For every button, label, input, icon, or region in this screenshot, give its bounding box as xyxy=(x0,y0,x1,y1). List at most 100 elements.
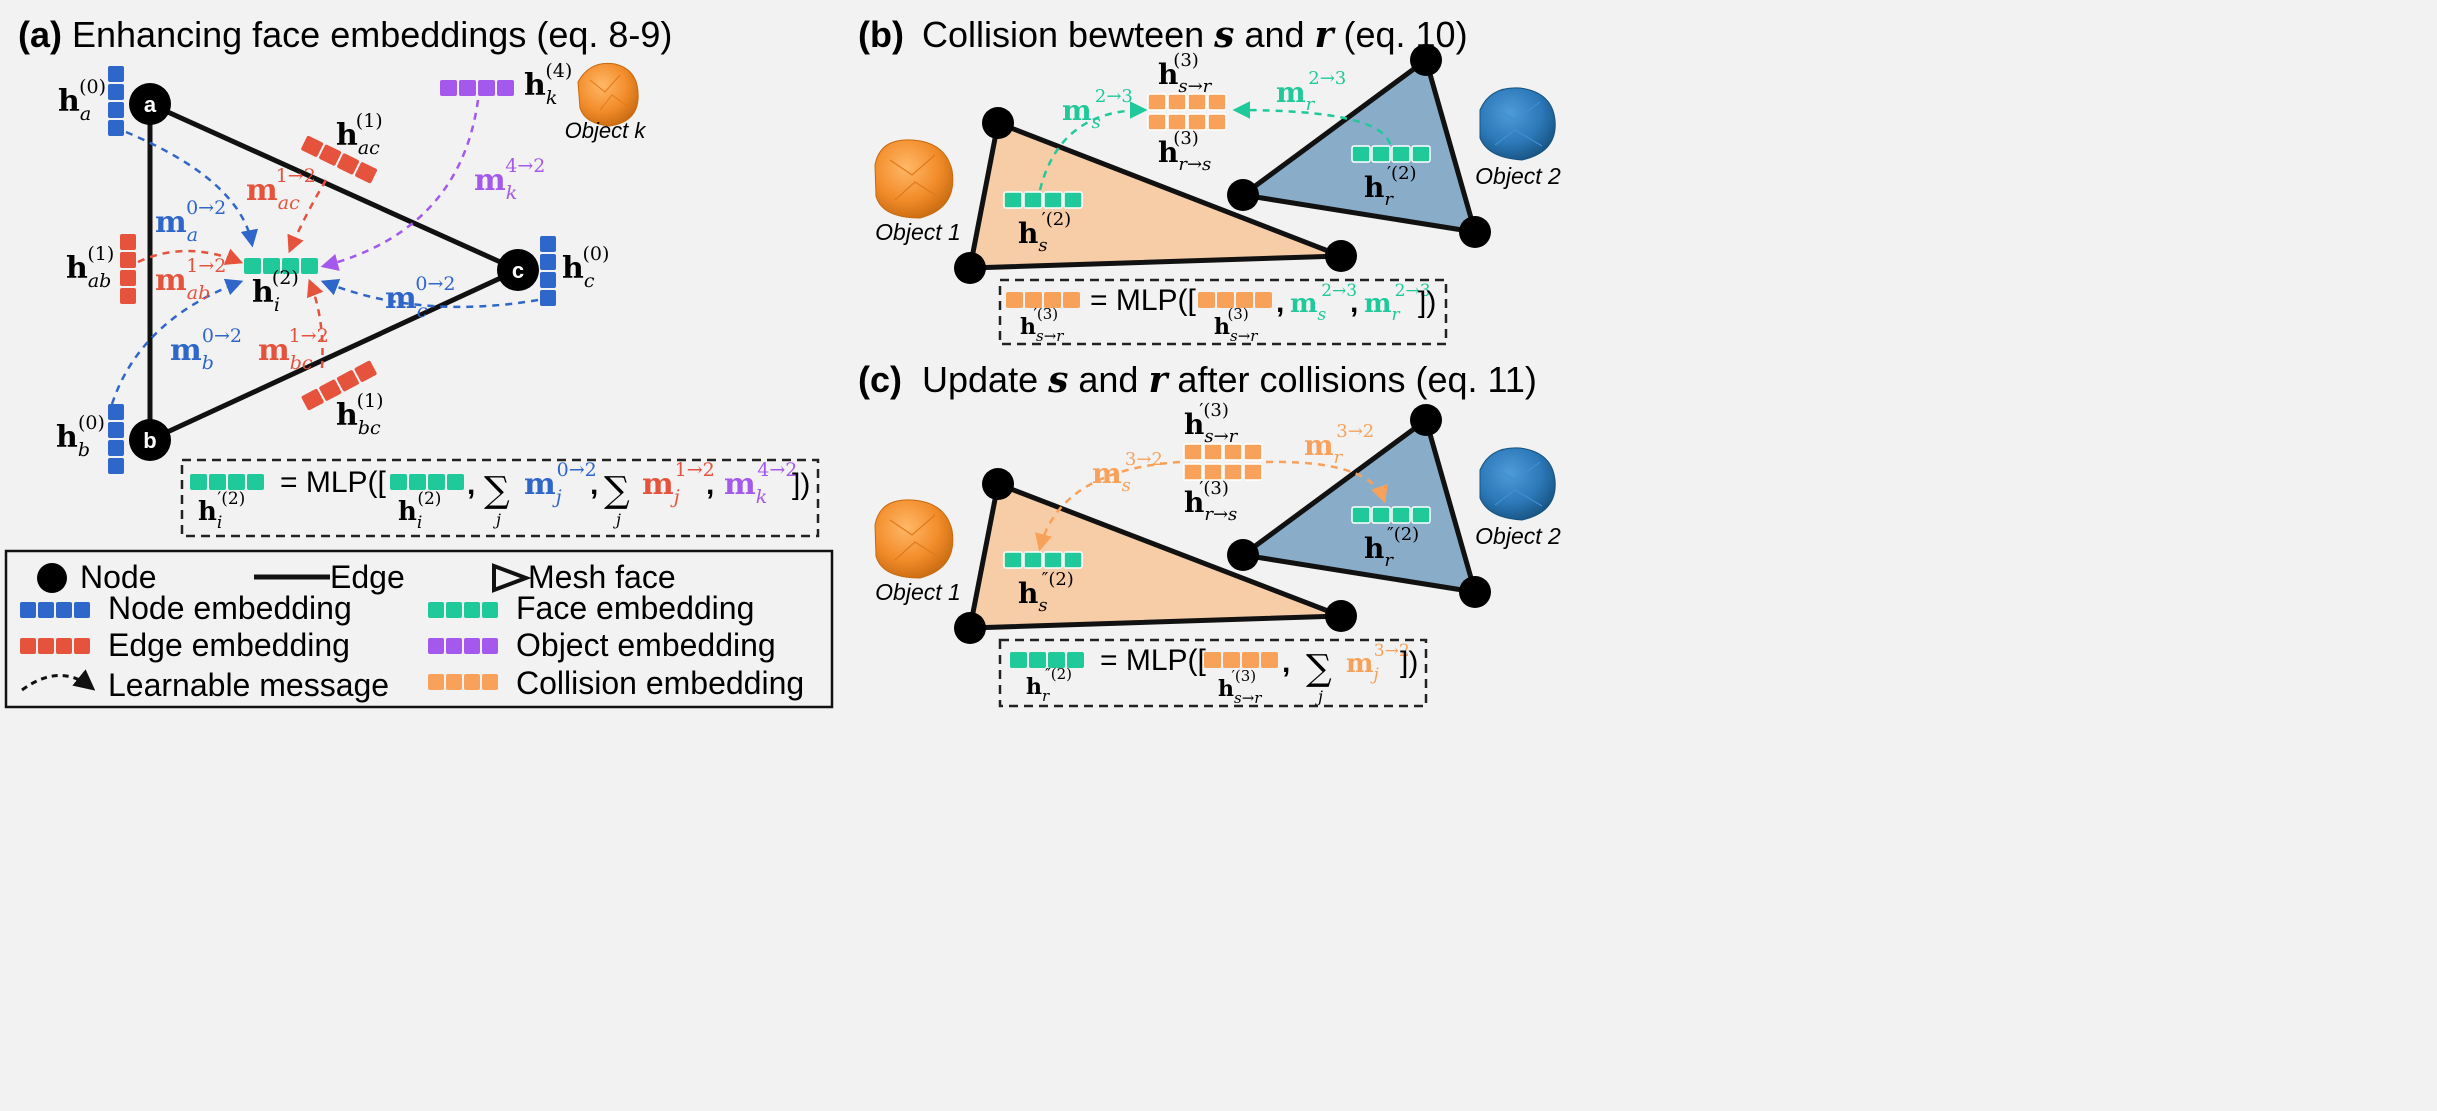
formula-a-sum-1: ∑ xyxy=(484,470,510,511)
formula-c-close: ]) xyxy=(1400,646,1418,679)
collision-embedding-c-top xyxy=(1183,443,1263,461)
object-2-shape-c xyxy=(1479,447,1556,521)
label-m-ab: mab1→2 xyxy=(155,255,226,304)
formula-lhs-embedding xyxy=(190,474,264,490)
face-embedding-s-c xyxy=(1003,551,1083,569)
node-b-label: b xyxy=(143,428,156,453)
formula-b-comma-1: , xyxy=(1276,286,1284,319)
formula-a-term-edge: mj1→2 xyxy=(642,459,715,508)
formula-b-lhs-label: hs→r′(3) xyxy=(1020,305,1064,345)
legend-mesh-face-icon xyxy=(492,563,532,593)
legend-edge-embedding-icon xyxy=(20,638,90,654)
formula-a-close: ]) xyxy=(792,468,810,501)
face-embedding-s-b xyxy=(1003,191,1083,209)
label-m-s-c: ms3→2 xyxy=(1092,449,1163,496)
label-h-r-c: hr″(2) xyxy=(1364,524,1419,571)
formula-a-term-node: mj0→2 xyxy=(524,459,597,508)
panel-a-letter: (a) xyxy=(18,14,62,55)
node-c-label: c xyxy=(512,258,524,283)
formula-a-comma-2: , xyxy=(590,468,598,501)
legend-object-embedding-label: Object embedding xyxy=(516,627,776,663)
collision-embedding-c-bottom xyxy=(1183,463,1263,481)
node-embedding-c xyxy=(540,236,556,306)
legend-face-embedding-label: Face embedding xyxy=(516,590,754,626)
formula-c-term: mj3→2 xyxy=(1346,641,1410,685)
object-2-label-c: Object 2 xyxy=(1475,523,1561,549)
node-r2-c xyxy=(1227,539,1259,571)
label-h-r-b: hr′(2) xyxy=(1364,163,1417,210)
message-arrow-r-c xyxy=(1265,460,1388,504)
node-embedding-a xyxy=(108,66,124,136)
label-m-r-b: mr2→3 xyxy=(1276,68,1346,115)
formula-b-close: ]) xyxy=(1418,286,1436,319)
object-k-shape xyxy=(577,62,639,127)
label-h-ac: hac(1) xyxy=(336,110,383,159)
message-arrow-bc xyxy=(306,278,324,369)
message-arrow-ab xyxy=(137,248,244,265)
legend-edge-embedding-label: Edge embedding xyxy=(108,627,350,663)
formula-a-sum-2: ∑ xyxy=(604,470,630,511)
mesh-face-triangle xyxy=(147,100,525,444)
face-embedding-r-c xyxy=(1351,506,1431,524)
formula-c-sum: ∑ xyxy=(1306,648,1332,689)
formula-c-eq: = MLP([ xyxy=(1100,644,1207,677)
formula-arg-embedding xyxy=(390,474,464,490)
label-h-rs-c: hr→s′(3) xyxy=(1184,478,1237,525)
legend-node-icon xyxy=(37,563,67,593)
triangle-s-c xyxy=(966,480,1342,631)
legend-mesh-face-label: Mesh face xyxy=(528,559,676,595)
object-1-shape-b xyxy=(874,139,954,219)
label-h-k: hk(4) xyxy=(524,60,572,109)
message-arrow-ac xyxy=(287,179,328,254)
label-h-sr-b: hs→r(3) xyxy=(1158,50,1213,97)
node-a-label: a xyxy=(144,92,157,117)
formula-a-sum-1-index: j xyxy=(493,510,501,529)
label-m-k: mk4→2 xyxy=(474,155,545,204)
node-r1 xyxy=(1410,44,1442,76)
formula-a-comma-3: , xyxy=(706,468,714,501)
node-s1 xyxy=(982,107,1014,139)
label-h-b: hb(0) xyxy=(56,412,105,461)
formula-a-term-object: mk4→2 xyxy=(724,459,797,508)
label-m-bc: mbc1→2 xyxy=(258,325,329,374)
formula-c-arg-embedding xyxy=(1204,652,1278,668)
formula-c-lhs-label: hr″(2) xyxy=(1026,665,1072,705)
label-h-i: hi(2) xyxy=(252,267,299,316)
message-arrow-c xyxy=(320,279,539,309)
formula-a-sum-2-index: j xyxy=(613,510,621,529)
object-embedding-k xyxy=(440,80,514,96)
legend-face-embedding-icon xyxy=(428,602,498,618)
formula-c-arg1-label: hs→r′(3) xyxy=(1218,667,1262,707)
formula-a-arg1-label: hi(2) xyxy=(398,489,441,533)
node-embedding-b xyxy=(108,404,124,474)
message-arrow-s-b xyxy=(1038,101,1148,191)
label-h-sr-c: hs→r′(3) xyxy=(1184,400,1239,447)
label-h-a: ha(0) xyxy=(58,76,106,125)
label-m-a: ma0→2 xyxy=(155,197,226,246)
message-arrow-r-b xyxy=(1232,101,1392,145)
edge-embedding-bc xyxy=(301,360,377,411)
formula-b-lhs-embedding xyxy=(1006,292,1080,308)
message-arrow-b xyxy=(110,278,244,405)
message-arrow-a xyxy=(125,130,259,248)
label-m-s-b: ms2→3 xyxy=(1062,86,1133,133)
legend-node-embedding-label: Node embedding xyxy=(108,590,352,626)
triangle-r-c xyxy=(1236,415,1479,596)
legend-message-label: Learnable message xyxy=(108,667,389,703)
face-embedding-r-b xyxy=(1351,145,1431,163)
panel-a: (a) Enhancing face embeddings (eq. 8-9) … xyxy=(18,14,820,538)
node-a: a xyxy=(129,83,171,125)
legend-edge-label: Edge xyxy=(330,559,405,595)
label-m-c: mc0→2 xyxy=(385,273,456,322)
formula-c-comma: , xyxy=(1282,646,1290,679)
node-s3-c xyxy=(1325,600,1357,632)
label-m-r-c: mr3→2 xyxy=(1304,421,1374,468)
node-s1-c xyxy=(982,468,1014,500)
label-h-s-c: hs″(2) xyxy=(1018,569,1074,616)
object-1-label-c: Object 1 xyxy=(875,579,961,605)
